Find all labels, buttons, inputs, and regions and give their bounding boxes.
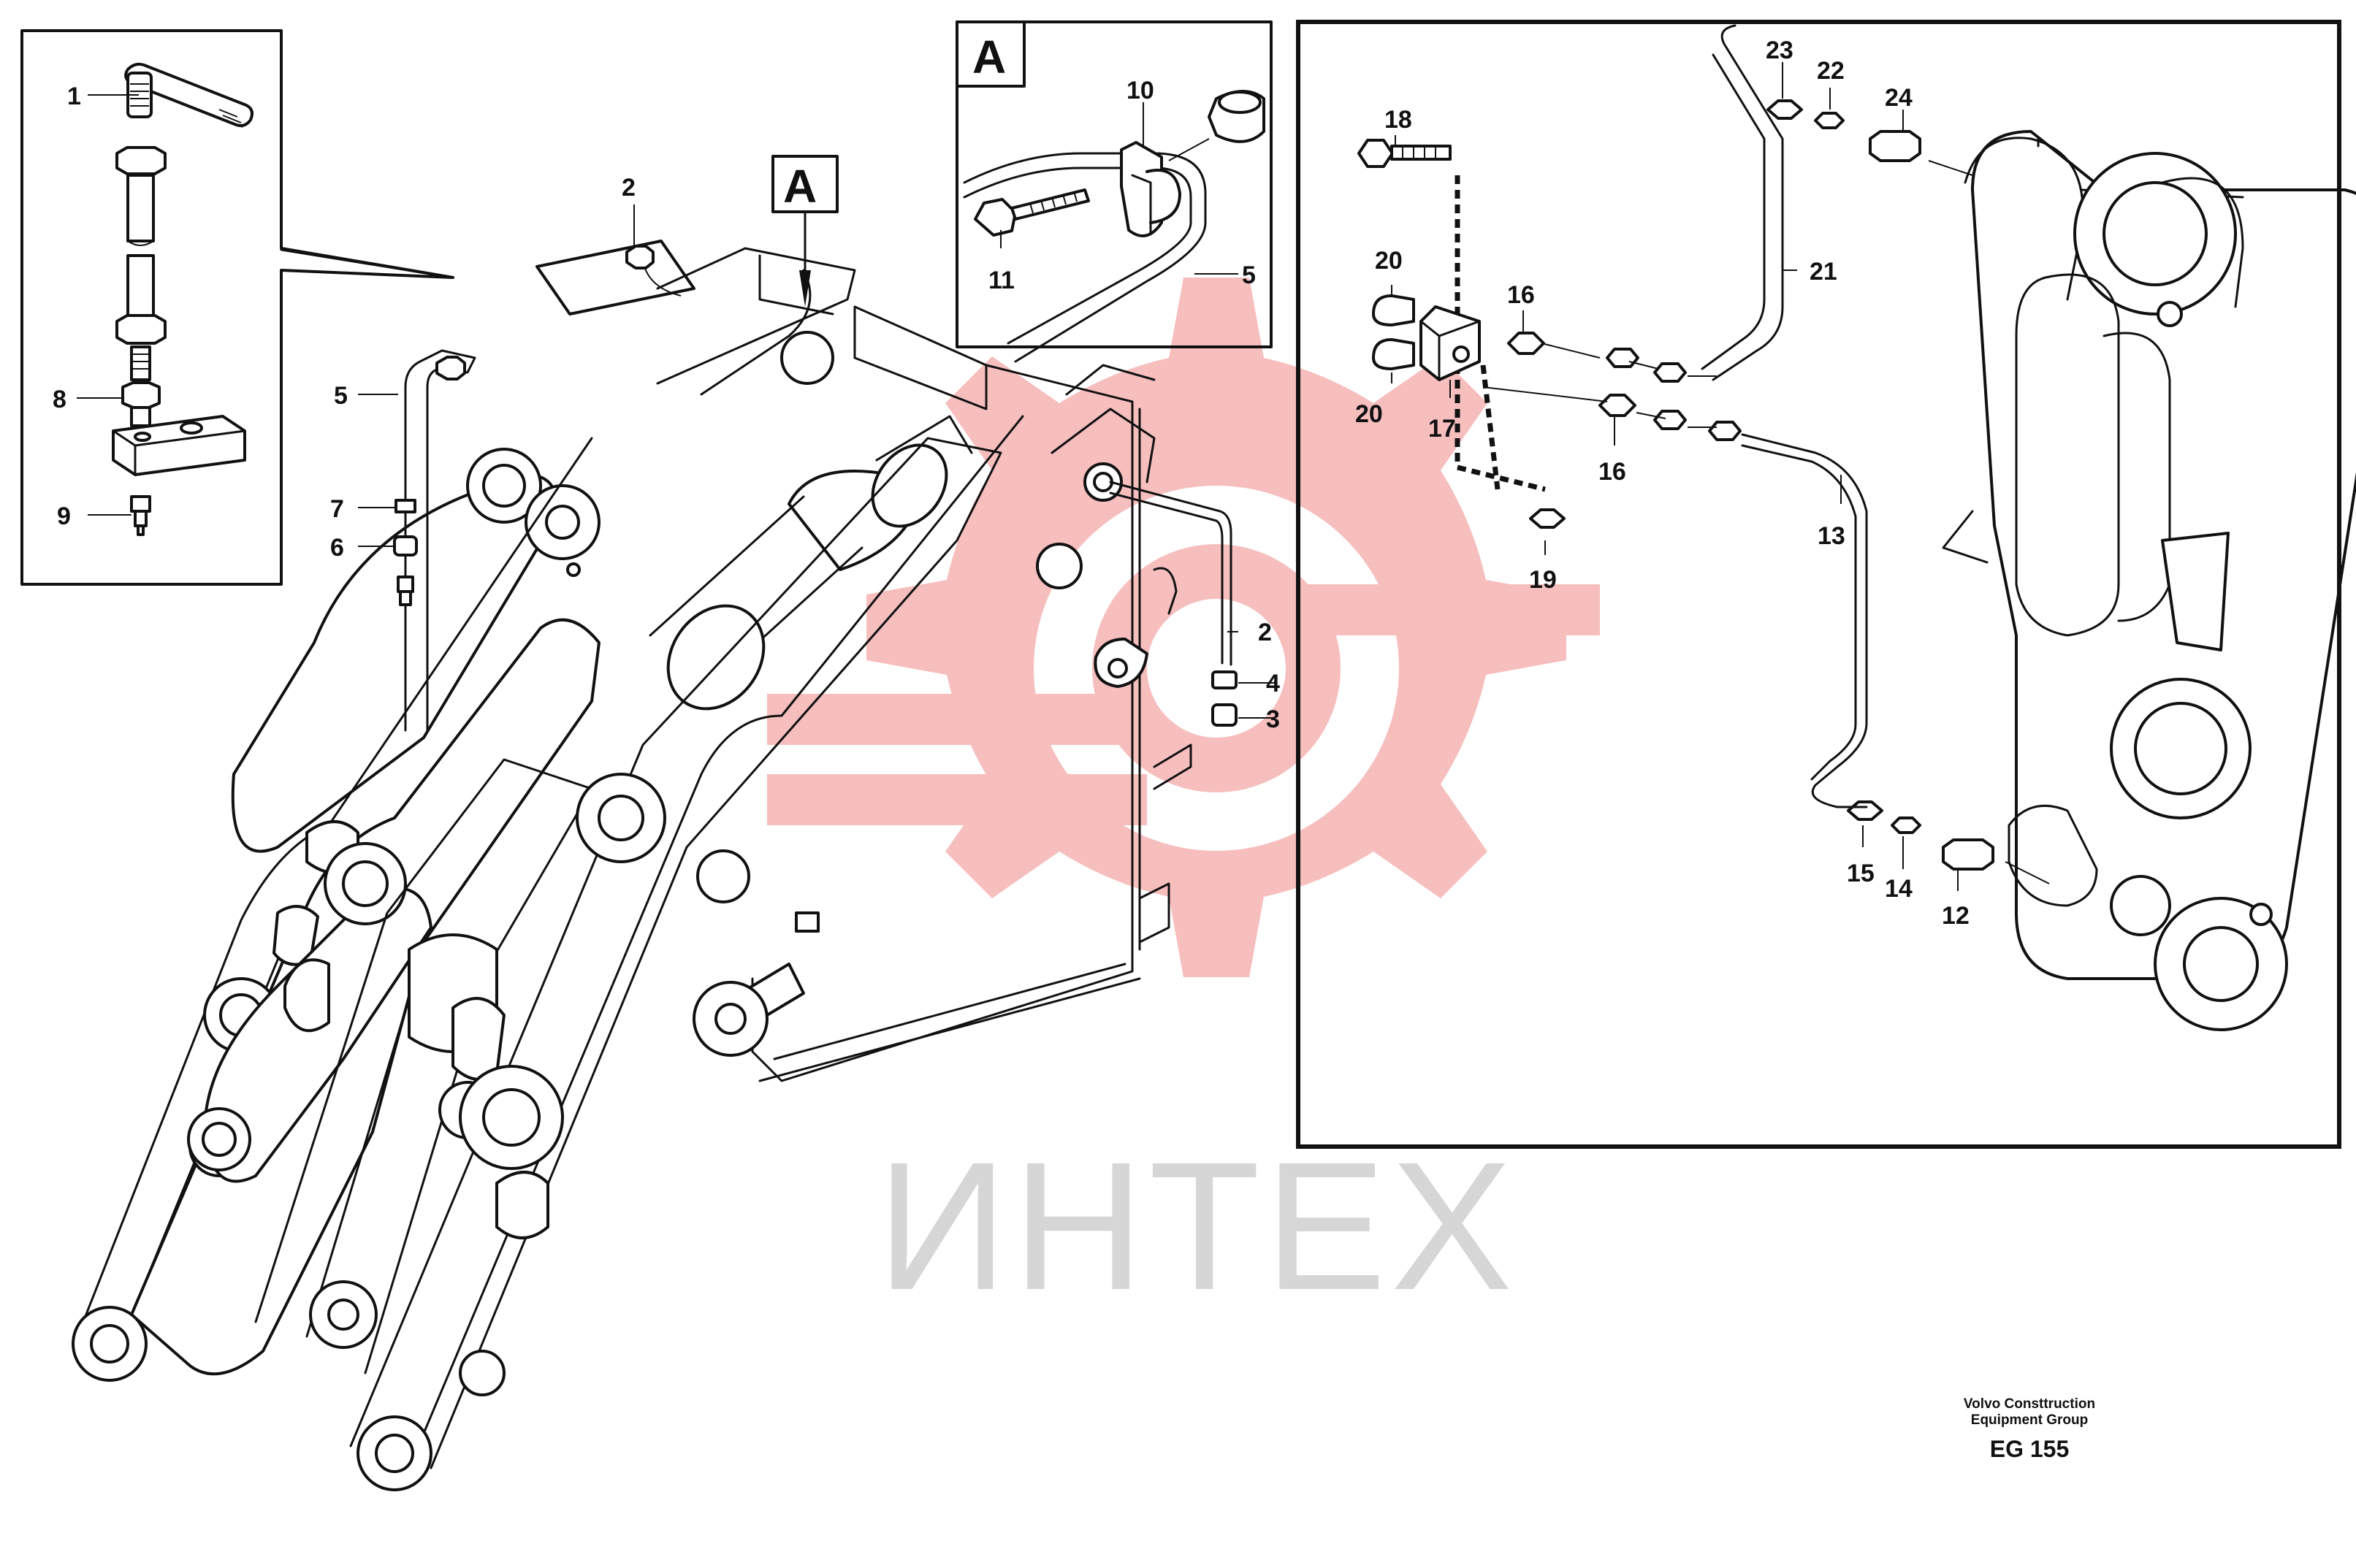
callout-15: 15 xyxy=(1847,860,1875,887)
callout-4: 4 xyxy=(1266,670,1280,697)
inset-view-a: A 10 11 5 xyxy=(956,20,1273,363)
figure-reference: EG 155 xyxy=(1990,1436,2070,1462)
callout-13: 13 xyxy=(1818,522,1845,550)
watermark: ИНТЕХ xyxy=(767,278,1600,1328)
callout-10: 10 xyxy=(1126,77,1154,104)
watermark-gear-icon xyxy=(767,278,1600,977)
callout-19: 19 xyxy=(1529,566,1557,594)
callout-20-bottom: 20 xyxy=(1355,400,1383,428)
callout-2-right: 2 xyxy=(1258,619,1272,646)
callout-17: 17 xyxy=(1428,415,1456,443)
callout-22: 22 xyxy=(1817,57,1845,85)
inset-grease-nipple-detail: 1 8 9 xyxy=(20,29,454,586)
callout-14: 14 xyxy=(1885,875,1913,903)
callout-2-top: 2 xyxy=(622,174,636,202)
credit-block: Volvo Consttruction Equipment Group EG 1… xyxy=(1964,1396,2095,1462)
loader-frame-illustration: A 2 5 7 6 2 4 3 xyxy=(72,155,1280,1491)
credit-line-2: Equipment Group xyxy=(1971,1412,2088,1428)
callout-1: 1 xyxy=(67,83,81,110)
credit-line-1: Volvo Consttruction xyxy=(1964,1396,2095,1412)
callout-11: 11 xyxy=(988,267,1015,294)
inset-lubrication-lines: 18 20 20 16 17 16 19 21 13 23 22 24 15 1… xyxy=(1296,20,2356,1149)
callout-3: 3 xyxy=(1266,705,1280,733)
callout-20-top: 20 xyxy=(1375,247,1403,275)
callout-21: 21 xyxy=(1810,258,1837,286)
callout-12: 12 xyxy=(1942,902,1970,930)
watermark-text: ИНТЕХ xyxy=(877,1124,1517,1328)
callout-6: 6 xyxy=(330,534,344,562)
inset-view-a-label: A xyxy=(972,31,1006,83)
callout-9: 9 xyxy=(57,502,71,530)
callout-8: 8 xyxy=(53,386,66,413)
main-view-a-marker[interactable]: A xyxy=(783,160,817,213)
callout-16-bottom: 16 xyxy=(1598,458,1626,486)
callout-18: 18 xyxy=(1384,106,1412,134)
callout-23: 23 xyxy=(1766,37,1793,64)
callout-5-inset: 5 xyxy=(1242,261,1256,289)
callout-24: 24 xyxy=(1885,84,1913,112)
callout-5: 5 xyxy=(334,382,348,410)
callout-16-top: 16 xyxy=(1507,281,1535,309)
callout-7: 7 xyxy=(330,495,344,523)
